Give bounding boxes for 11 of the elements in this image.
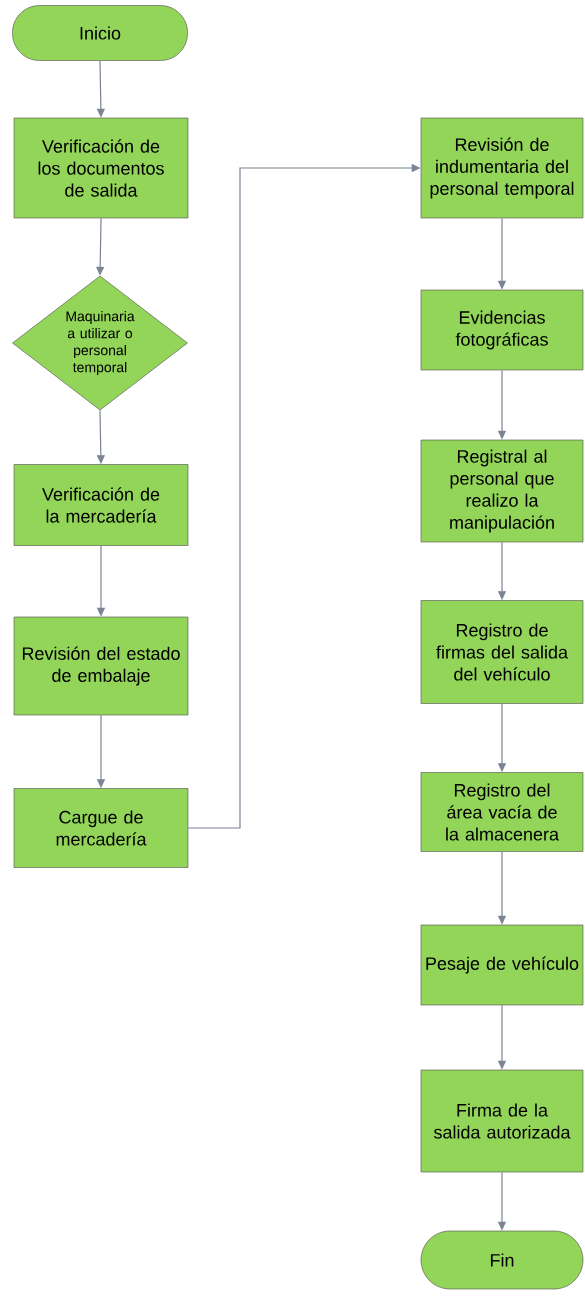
process-box: Registral al personal que realizo la manipulación — [420, 439, 584, 543]
process-box: Verificación de la mercadería — [13, 464, 189, 546]
process-box: Firma de la salida autorizada — [420, 1069, 584, 1173]
process-box: Revisión de indumentaria del personal temporal — [420, 117, 584, 219]
process-box: Pesaje de vehículo — [420, 924, 584, 1006]
process-box: Registro de firmas del salida del vehículo — [420, 600, 584, 704]
process-box: Cargue de mercadería — [13, 788, 189, 868]
process-box: Registro del área vacía de la almacenera — [420, 772, 584, 852]
process-box: Evidencias fotográficas — [420, 289, 584, 371]
process-box: Revisión del estado de embalaje — [13, 616, 189, 716]
process-box: Verificación de los documentos de salida — [13, 117, 189, 219]
